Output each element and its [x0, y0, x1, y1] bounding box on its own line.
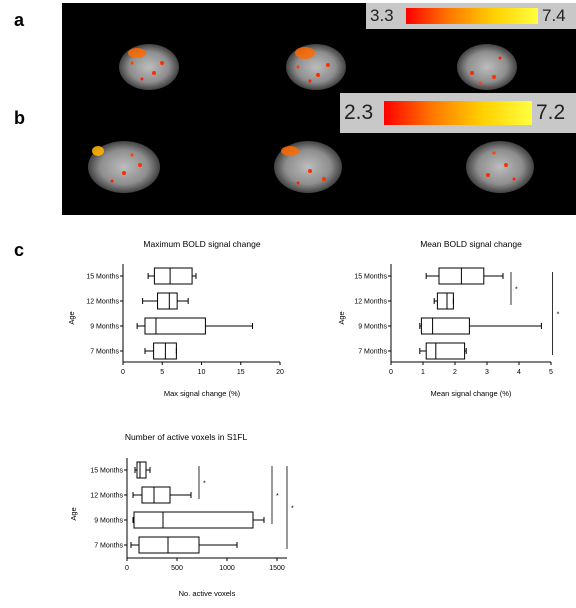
x-tick-label: 1500: [269, 565, 285, 572]
colorbar-b: 2.3 7.2: [340, 93, 576, 133]
y-tick-label: 15 Months: [86, 274, 119, 281]
colorbar-b-min: 2.3: [344, 101, 374, 124]
chart-mean-bold: Mean BOLD signal change Age Mean signal …: [337, 239, 560, 398]
colorbar-a: 3.3 7.4: [366, 3, 576, 29]
y-axis-label: Age: [69, 507, 78, 520]
box-iqr: [144, 317, 206, 335]
y-axis-label: Age: [67, 311, 76, 324]
x-tick-label: 1000: [219, 565, 235, 572]
significance-marker: *: [515, 287, 518, 294]
y-tick-label: 7 Months: [90, 349, 119, 356]
brain-slice-a1: [119, 44, 179, 90]
box-iqr: [138, 536, 200, 554]
panel-label-c: c: [14, 240, 25, 260]
x-tick-label: 15: [237, 369, 245, 376]
colorbar-a-max: 7.4: [542, 6, 566, 25]
box-iqr: [436, 292, 454, 310]
x-tick-label: 5: [549, 369, 553, 376]
chart-title: Maximum BOLD signal change: [143, 239, 260, 249]
box-iqr: [153, 267, 193, 285]
brain-slice-a2: [286, 44, 346, 90]
y-tick-label: 9 Months: [94, 518, 123, 525]
brain-slice-b3: [466, 141, 534, 193]
significance-marker: *: [203, 481, 206, 488]
colorbar-a-min: 3.3: [370, 6, 394, 25]
x-tick-label: 1: [421, 369, 425, 376]
y-tick-label: 9 Months: [90, 324, 119, 331]
box-iqr: [420, 317, 470, 335]
y-tick-label: 7 Months: [358, 349, 387, 356]
chart-active-voxels: Number of active voxels in S1FL Age No. …: [69, 432, 294, 598]
x-axis-label: No. active voxels: [179, 589, 236, 598]
x-tick-label: 0: [121, 369, 125, 376]
x-tick-label: 2: [453, 369, 457, 376]
x-tick-label: 3: [485, 369, 489, 376]
x-tick-label: 20: [276, 369, 284, 376]
y-tick-label: 12 Months: [90, 493, 123, 500]
x-tick-label: 4: [517, 369, 521, 376]
colorbar-b-max: 7.2: [536, 101, 566, 124]
box-iqr: [133, 511, 254, 529]
chart-title: Number of active voxels in S1FL: [125, 432, 248, 442]
mri-image-panel: 3.3 7.4 2.3 7.2: [62, 3, 576, 215]
y-tick-label: 12 Months: [86, 299, 119, 306]
box-iqr: [157, 292, 178, 310]
brain-slice-b1: [88, 141, 160, 193]
brain-slice-a3: [457, 44, 517, 90]
y-tick-label: 7 Months: [94, 543, 123, 550]
box-iqr: [136, 461, 147, 479]
x-axis-label: Max signal change (%): [164, 389, 241, 398]
significance-marker: *: [557, 312, 560, 319]
mri-slices: [88, 44, 534, 193]
y-tick-label: 15 Months: [354, 274, 387, 281]
x-tick-label: 10: [198, 369, 206, 376]
colorbar-b-gradient: [384, 101, 532, 125]
panel-label-a: a: [14, 10, 25, 30]
colorbar-a-gradient: [406, 8, 538, 24]
significance-marker: *: [291, 506, 294, 513]
y-tick-label: 12 Months: [354, 299, 387, 306]
panel-label-b: b: [14, 108, 25, 128]
box-iqr: [141, 486, 171, 504]
x-tick-label: 0: [389, 369, 393, 376]
x-axis-label: Mean signal change (%): [431, 389, 512, 398]
chart-max-bold: Maximum BOLD signal change Age Max signa…: [67, 239, 284, 398]
x-tick-label: 0: [125, 565, 129, 572]
y-tick-label: 9 Months: [358, 324, 387, 331]
y-axis-label: Age: [337, 311, 346, 324]
brain-slice-b2: [274, 141, 342, 193]
chart-title: Mean BOLD signal change: [420, 239, 522, 249]
significance-marker: *: [276, 493, 279, 500]
x-tick-label: 500: [171, 565, 183, 572]
x-tick-label: 5: [160, 369, 164, 376]
box-iqr: [425, 342, 466, 360]
y-tick-label: 15 Months: [90, 468, 123, 475]
